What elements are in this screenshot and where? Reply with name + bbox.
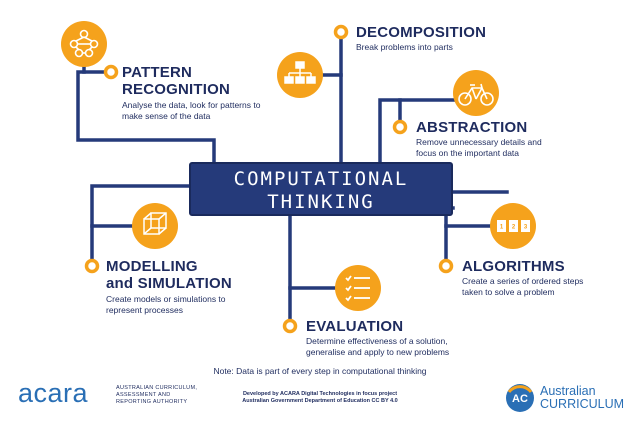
pattern-desc-line1: Analyse the data, look for patterns to bbox=[122, 100, 261, 110]
modelling-title-line2: and SIMULATION bbox=[106, 275, 232, 292]
center-title-line2: THINKING bbox=[267, 191, 375, 213]
flowchart-icon bbox=[277, 52, 323, 98]
ac-wordmark-line1: Australian bbox=[540, 384, 596, 398]
abstraction-desc-line1: Remove unnecessary details and bbox=[416, 137, 542, 147]
algorithms-title: ALGORITHMS bbox=[462, 258, 565, 275]
marker-algorithms bbox=[438, 258, 454, 274]
node-markers bbox=[84, 24, 454, 334]
decomposition-desc: Break problems into parts bbox=[356, 42, 453, 52]
marker-pattern bbox=[103, 64, 119, 80]
pattern-title-line1: PATTERN bbox=[122, 64, 193, 81]
decomposition-title: DECOMPOSITION bbox=[356, 24, 487, 41]
pattern-title-line2: RECOGNITION bbox=[122, 81, 231, 98]
marker-abstraction bbox=[392, 119, 408, 135]
evaluation-title: EVALUATION bbox=[306, 318, 404, 335]
credit-line1: Developed by ACARA Digital Technologies … bbox=[242, 391, 398, 397]
svg-text:3: 3 bbox=[524, 225, 528, 231]
acara-subtitle-line2: ASSESSMENT AND bbox=[116, 392, 171, 398]
marker-evaluation bbox=[282, 318, 298, 334]
ac-wordmark-line2: CURRICULUM bbox=[540, 397, 625, 411]
marker-decomposition bbox=[333, 24, 349, 40]
center-title-line1: COMPUTATIONAL bbox=[233, 168, 409, 190]
acara-logo-wordmark: acara bbox=[18, 378, 89, 408]
algorithms-desc-line1: Create a series of ordered steps bbox=[462, 276, 584, 286]
bicycle-icon bbox=[453, 70, 499, 116]
evaluation-desc-line1: Determine effectiveness of a solution, bbox=[306, 336, 448, 346]
marker-modelling bbox=[84, 258, 100, 274]
ac-logo-badge: AC bbox=[506, 384, 534, 412]
evaluation-desc-line2: generalise and apply to new problems bbox=[306, 347, 450, 357]
svg-text:2: 2 bbox=[512, 225, 516, 231]
center-title-box: COMPUTATIONAL THINKING bbox=[189, 162, 453, 216]
modelling-title-line1: MODELLING bbox=[106, 258, 198, 275]
connector-lines bbox=[76, 30, 509, 328]
connector-algorithms bbox=[444, 206, 455, 266]
cube-icon bbox=[132, 203, 178, 249]
acara-subtitle-line1: AUSTRALIAN CURRICULUM, bbox=[116, 385, 198, 391]
pattern-desc-line2: make sense of the data bbox=[122, 111, 211, 121]
ac-badge-text: AC bbox=[512, 393, 528, 405]
credit-line2: Australian Government Department of Educ… bbox=[242, 398, 398, 404]
connector-left bbox=[90, 184, 191, 266]
connector-pattern bbox=[76, 70, 216, 164]
numbered-steps-icon: 1 2 3 bbox=[490, 203, 536, 249]
abstraction-desc-line2: focus on the important data bbox=[416, 148, 520, 158]
checklist-icon bbox=[335, 265, 381, 311]
network-icon bbox=[61, 21, 107, 67]
algorithms-desc-line2: taken to solve a problem bbox=[462, 287, 555, 297]
abstraction-title: ABSTRACTION bbox=[416, 119, 528, 136]
svg-text:1: 1 bbox=[500, 225, 504, 231]
connector-abstraction bbox=[378, 98, 402, 164]
modelling-desc-line2: represent processes bbox=[106, 305, 184, 315]
acara-subtitle-line3: REPORTING AUTHORITY bbox=[116, 399, 188, 405]
footnote: Note: Data is part of every step in comp… bbox=[213, 366, 427, 376]
modelling-desc-line1: Create models or simulations to bbox=[106, 294, 226, 304]
